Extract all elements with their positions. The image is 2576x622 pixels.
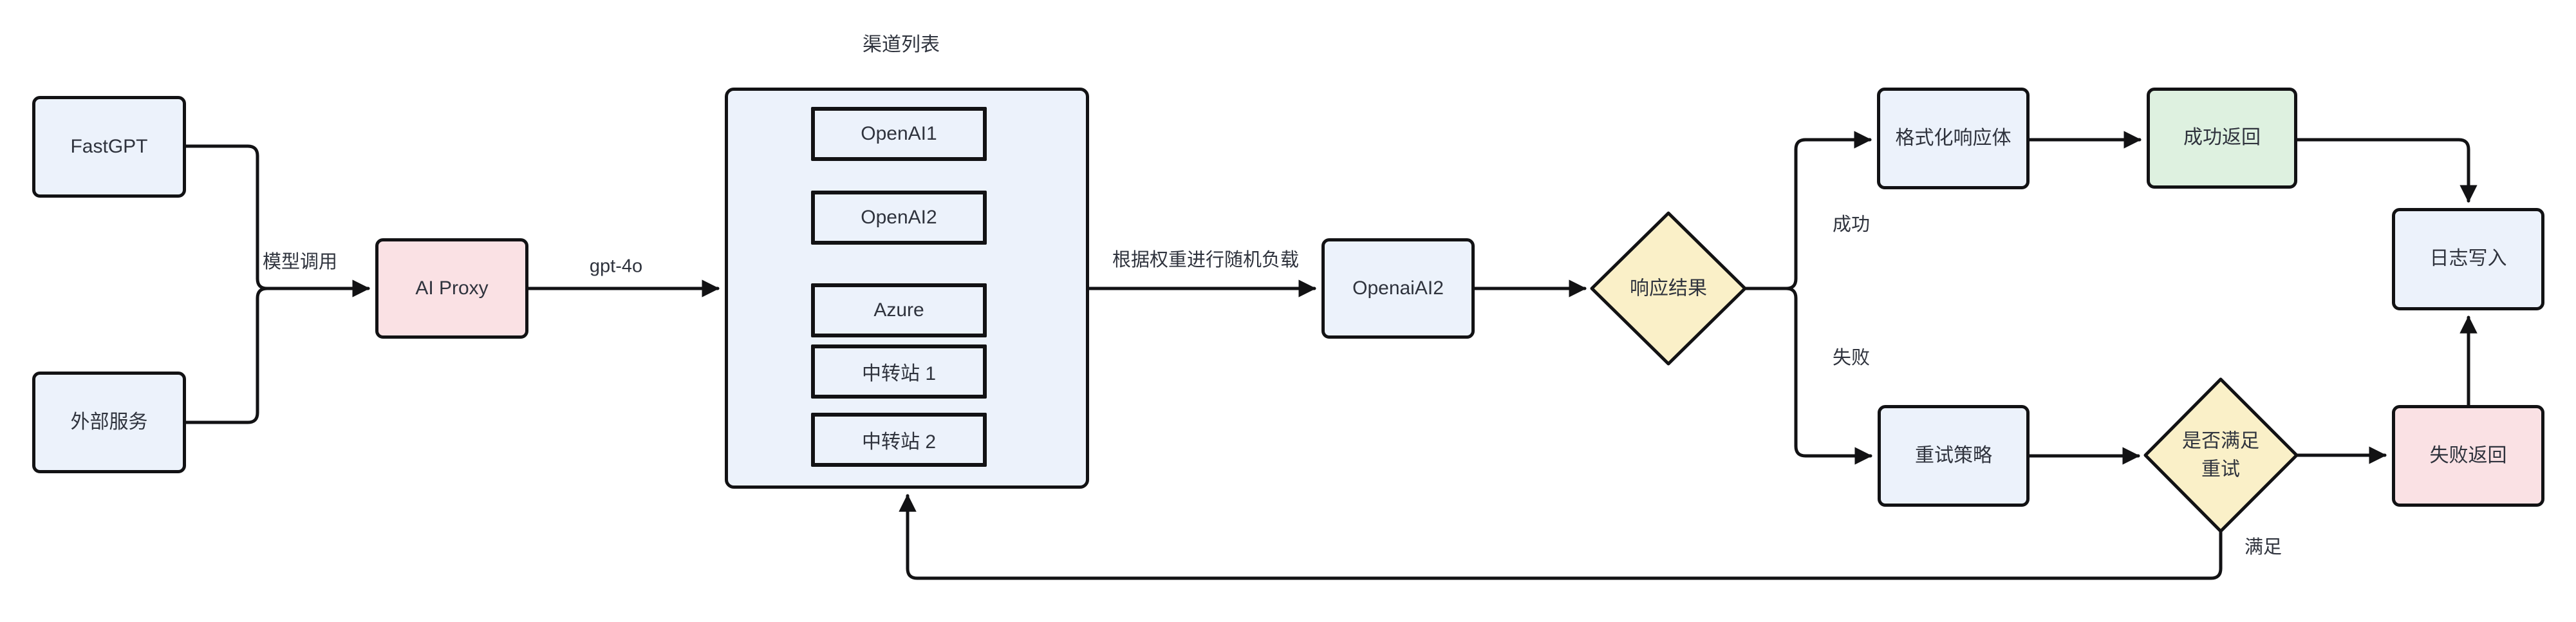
channel-relay1: 中转站 1 — [811, 344, 987, 399]
node-fail-return-label: 失败返回 — [2429, 444, 2507, 466]
channel-azure: Azure — [811, 283, 987, 337]
edge-label-success: 成功 — [1829, 209, 1873, 236]
node-log-write-label: 日志写入 — [2429, 248, 2507, 270]
node-log-write: 日志写入 — [2392, 208, 2544, 310]
edge-response-retry-fail — [1784, 287, 1872, 465]
channel-openai1-label: OpenAI1 — [861, 123, 937, 144]
channel-azure-label: Azure — [873, 299, 924, 321]
channel-relay1-label: 中转站 1 — [861, 363, 937, 384]
edge-label-model-call: 模型调用 — [259, 247, 341, 274]
node-fail-return: 失败返回 — [2392, 405, 2544, 507]
node-ai-proxy: AI Proxy — [375, 238, 528, 339]
channel-relay2-label: 中转站 2 — [861, 431, 937, 453]
decision-retry-check-label: 是否满足 重试 — [2182, 428, 2259, 484]
channel-list-title: 渠道列表 — [863, 34, 940, 55]
channel-relay2: 中转站 2 — [811, 413, 987, 467]
edge-label-weighted-load: 根据权重进行随机负载 — [1109, 245, 1302, 272]
edge-check-channels-loop — [899, 494, 2223, 580]
node-external-service: 外部服务 — [32, 372, 186, 473]
decision-response-result-label: 响应结果 — [1630, 278, 1707, 299]
channel-openai1: OpenAI1 — [811, 107, 987, 161]
node-success-return-label: 成功返回 — [2183, 127, 2261, 149]
edge-success-log — [2295, 138, 2478, 203]
edge-label-satisfied: 满足 — [2241, 532, 2285, 559]
node-format-response-label: 格式化响应体 — [1895, 127, 2011, 149]
node-ai-proxy-label: AI Proxy — [415, 277, 489, 299]
node-retry-strategy-label: 重试策略 — [1915, 444, 1992, 466]
node-format-response: 格式化响应体 — [1877, 88, 2030, 189]
decision-response-result-shape — [1590, 211, 1747, 366]
node-retry-strategy: 重试策略 — [1878, 405, 2030, 507]
node-success-return: 成功返回 — [2147, 88, 2297, 189]
node-openai-ai2: OpenaiAI2 — [1321, 238, 1475, 339]
node-fastgpt: FastGPT — [32, 96, 186, 198]
node-external-service-label: 外部服务 — [70, 411, 148, 433]
channel-openai2-label: OpenAI2 — [861, 207, 937, 228]
decision-retry-check-shape — [2143, 377, 2299, 533]
decision-retry-check-line2: 重试 — [2201, 458, 2240, 480]
decision-retry-check-line1: 是否满足 — [2182, 430, 2259, 452]
channel-openai2: OpenAI2 — [811, 191, 987, 245]
edge-external-aiproxy — [184, 287, 269, 424]
node-fastgpt-label: FastGPT — [70, 135, 148, 157]
edge-label-gpt4o: gpt-4o — [586, 256, 646, 278]
edge-label-fail: 失败 — [1829, 343, 1873, 370]
node-openai-ai2-label: OpenaiAI2 — [1352, 277, 1444, 299]
